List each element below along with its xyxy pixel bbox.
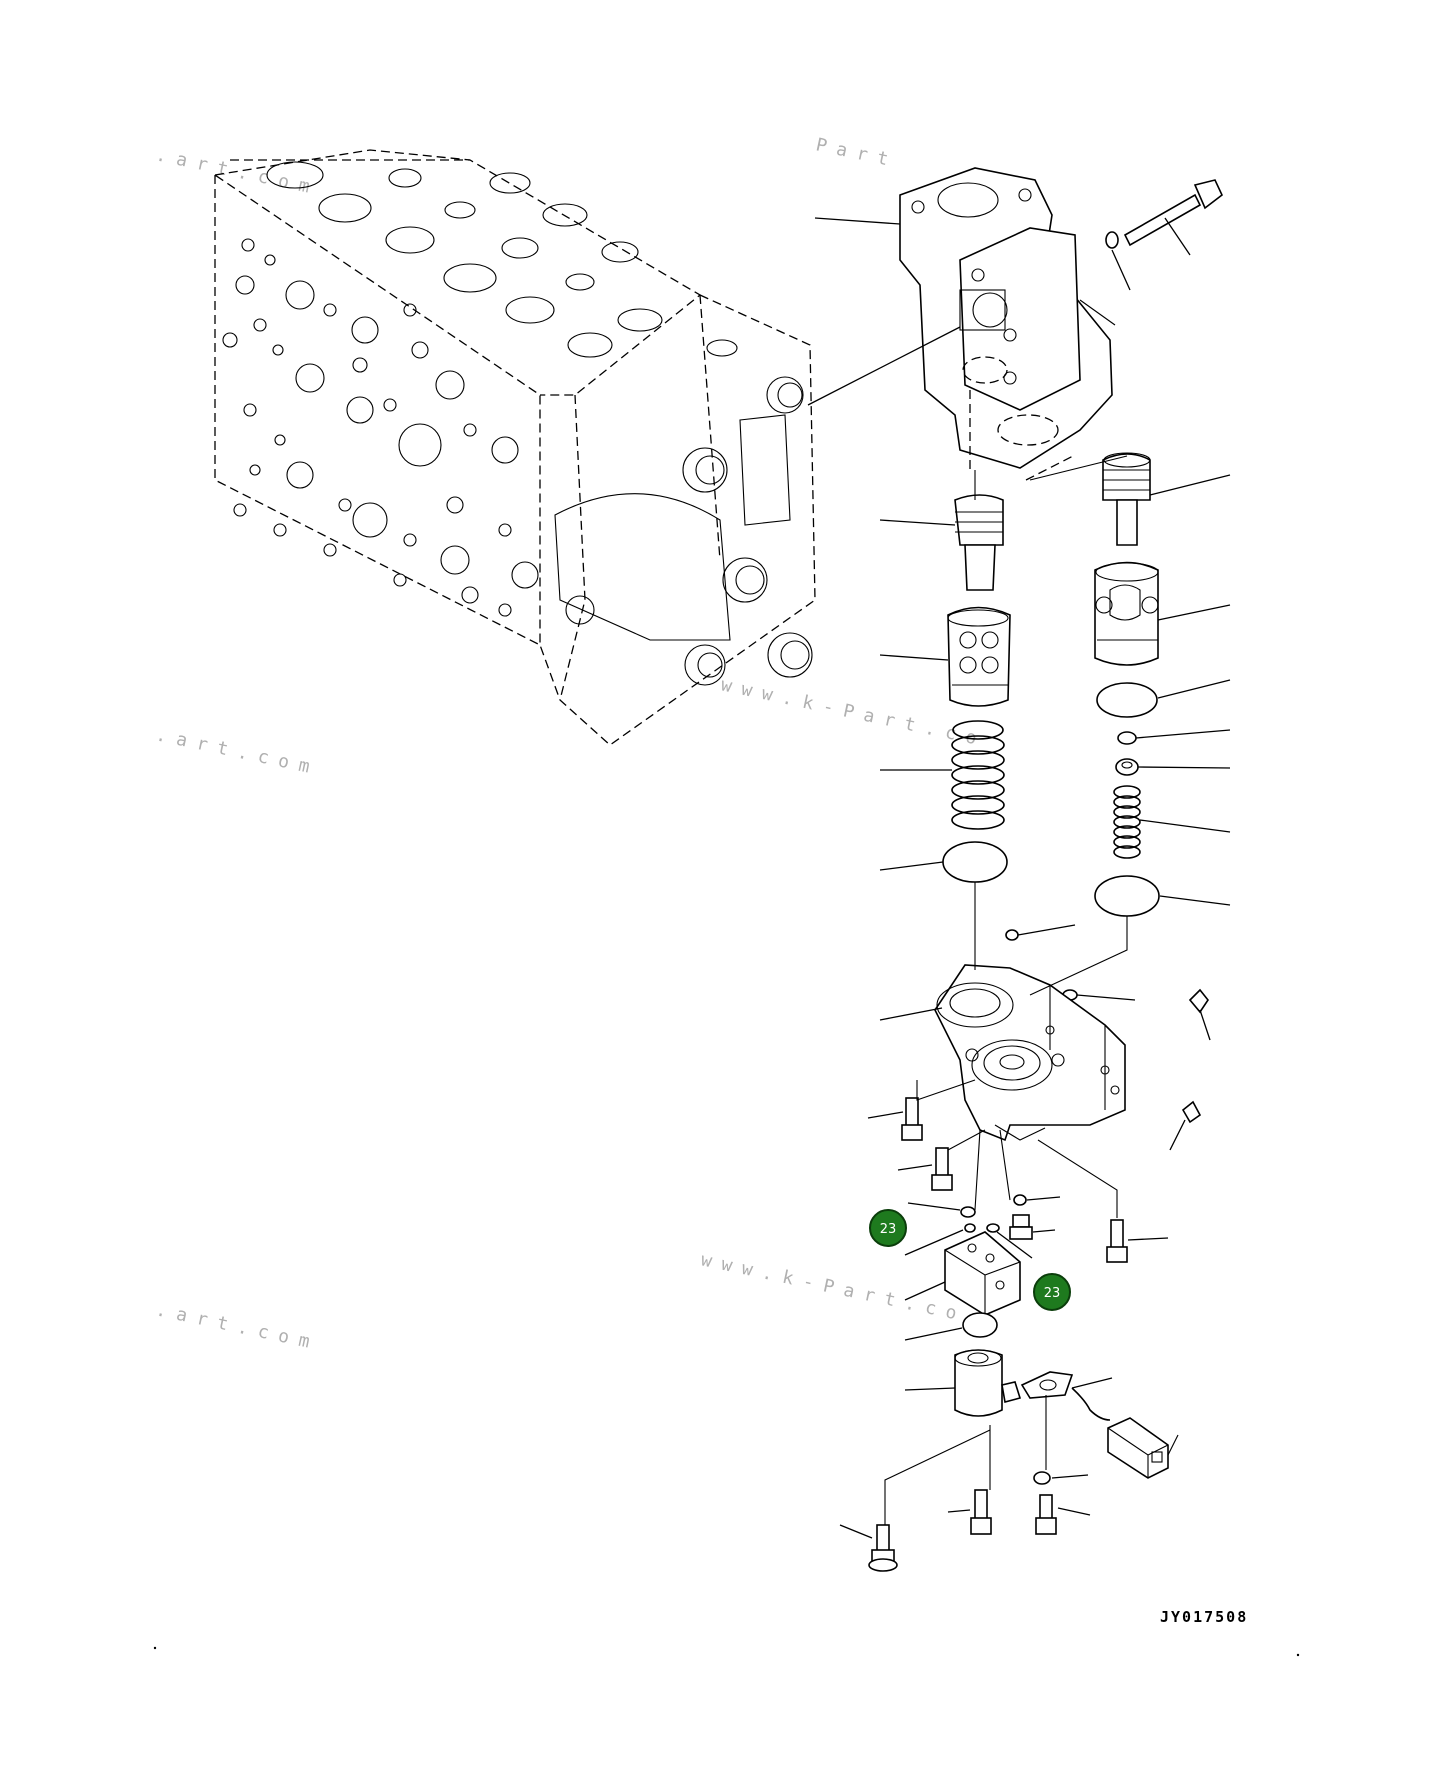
small-ring-right xyxy=(1117,731,1137,745)
callout-badge-23-left[interactable]: 23 xyxy=(869,1209,907,1247)
corner-mark xyxy=(153,1646,157,1650)
washer xyxy=(1033,1471,1051,1485)
socket-bolt xyxy=(901,1097,923,1141)
long-bolt xyxy=(1105,179,1223,249)
watermark: www.k-Part.co xyxy=(719,674,988,751)
valve-body-lower xyxy=(934,964,1126,1142)
watermarks: .art.com Part www.k-Part.co .art.com www… xyxy=(154,134,988,1354)
oring-adapter xyxy=(962,1312,998,1338)
spool-right xyxy=(1102,452,1151,546)
main-valve-block xyxy=(214,149,816,746)
callout-badge-23-right[interactable]: 23 xyxy=(1033,1273,1071,1311)
plug xyxy=(1188,988,1209,1014)
spool-left xyxy=(954,494,1004,591)
connector-bracket xyxy=(1020,1371,1111,1421)
electrical-connector xyxy=(1107,1417,1169,1479)
spring-seat-right xyxy=(1115,758,1139,776)
watermark: .art.com xyxy=(154,1299,321,1354)
small-oring xyxy=(960,1206,976,1218)
oring-right-1 xyxy=(1096,682,1158,718)
small-oring xyxy=(986,1223,1000,1233)
flange-bolt xyxy=(868,1524,898,1572)
plug-small xyxy=(1009,1214,1033,1240)
socket-bolt xyxy=(1035,1494,1057,1535)
oring-right-2 xyxy=(1094,875,1160,917)
corner-mark xyxy=(1296,1653,1300,1657)
leader-lines xyxy=(807,217,1231,1539)
small-oring xyxy=(1005,929,1019,941)
valve-body-upper xyxy=(899,167,1116,481)
plug xyxy=(1181,1100,1202,1124)
small-oring xyxy=(964,1223,976,1233)
oring-left xyxy=(942,841,1008,883)
spring-left xyxy=(951,720,1005,830)
sleeve-right xyxy=(1094,561,1159,666)
watermark: Part xyxy=(814,134,900,172)
small-oring xyxy=(1013,1194,1027,1206)
solenoid-valve xyxy=(954,1349,1022,1417)
drawing-code: JY017508 xyxy=(1160,1608,1248,1626)
watermark: .art.com xyxy=(154,724,321,779)
sleeve-left xyxy=(947,606,1011,707)
socket-bolt xyxy=(1106,1219,1128,1263)
socket-bolt xyxy=(931,1147,953,1191)
socket-bolt xyxy=(970,1489,992,1535)
spring-right xyxy=(1113,785,1141,859)
adapter-block xyxy=(944,1231,1021,1316)
watermark: www.k-Part.co xyxy=(699,1249,968,1326)
